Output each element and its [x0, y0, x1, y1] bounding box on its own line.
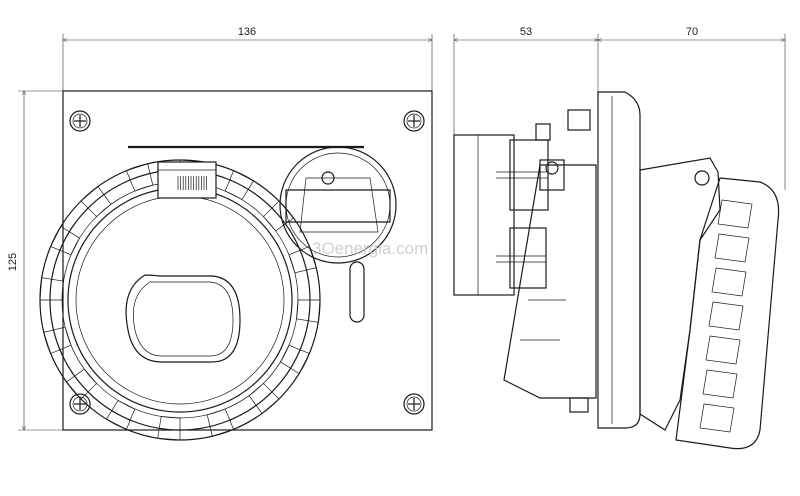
angled-body [503, 164, 597, 399]
ring-tooth [125, 163, 154, 192]
dimension-depth-70: 70 [598, 26, 785, 190]
ring-tooth [206, 408, 235, 437]
ring-tooth [296, 299, 321, 323]
rotary-switch [279, 146, 397, 323]
ring-tooth [106, 399, 136, 430]
dimension-height-125: 125 [7, 91, 63, 430]
side-tooth [714, 233, 750, 263]
front-plate [62, 90, 433, 431]
socket-housing [639, 157, 721, 431]
plate-side [597, 91, 641, 429]
dim-label-70: 70 [686, 26, 698, 38]
side-tooth [717, 199, 753, 229]
terminal-block [496, 227, 547, 289]
side-tooth [711, 267, 747, 297]
screw-icon [403, 393, 425, 415]
ring-tooth [224, 170, 254, 201]
side-tooth [702, 369, 738, 399]
dimension-width-136: 136 [63, 26, 432, 95]
ring-tooth [288, 245, 317, 274]
ring-tooth [279, 344, 310, 374]
side-view [453, 91, 780, 450]
ring-tooth [50, 226, 81, 256]
ring-tooth [248, 382, 280, 415]
side-tooth [708, 301, 744, 331]
ring-tooth [262, 200, 295, 232]
side-tooth [699, 403, 735, 433]
front-view [39, 90, 433, 441]
switch-slot [349, 261, 365, 323]
dim-label-136: 136 [238, 26, 256, 38]
ring-tooth [43, 326, 72, 355]
ring-tooth [80, 185, 112, 218]
dimension-depth-53: 53 [454, 26, 598, 135]
socket-face [67, 187, 293, 413]
rear-box [453, 134, 515, 296]
dim-label-125: 125 [7, 253, 19, 271]
ring-tooth [39, 277, 64, 301]
ring-tooth [157, 416, 181, 441]
socket-recess [125, 274, 241, 363]
watermark: 3Oenergia.com [312, 239, 428, 258]
screw-icon [403, 110, 425, 132]
dim-label-53: 53 [520, 26, 532, 38]
screw-icon [69, 110, 91, 132]
socket-ring [39, 159, 321, 441]
ring-tooth [65, 368, 98, 400]
terminal-block [496, 123, 565, 211]
socket-ring-side [675, 177, 780, 450]
side-tooth [705, 335, 741, 365]
screw-icon [69, 393, 91, 415]
cap-latch [157, 161, 217, 199]
